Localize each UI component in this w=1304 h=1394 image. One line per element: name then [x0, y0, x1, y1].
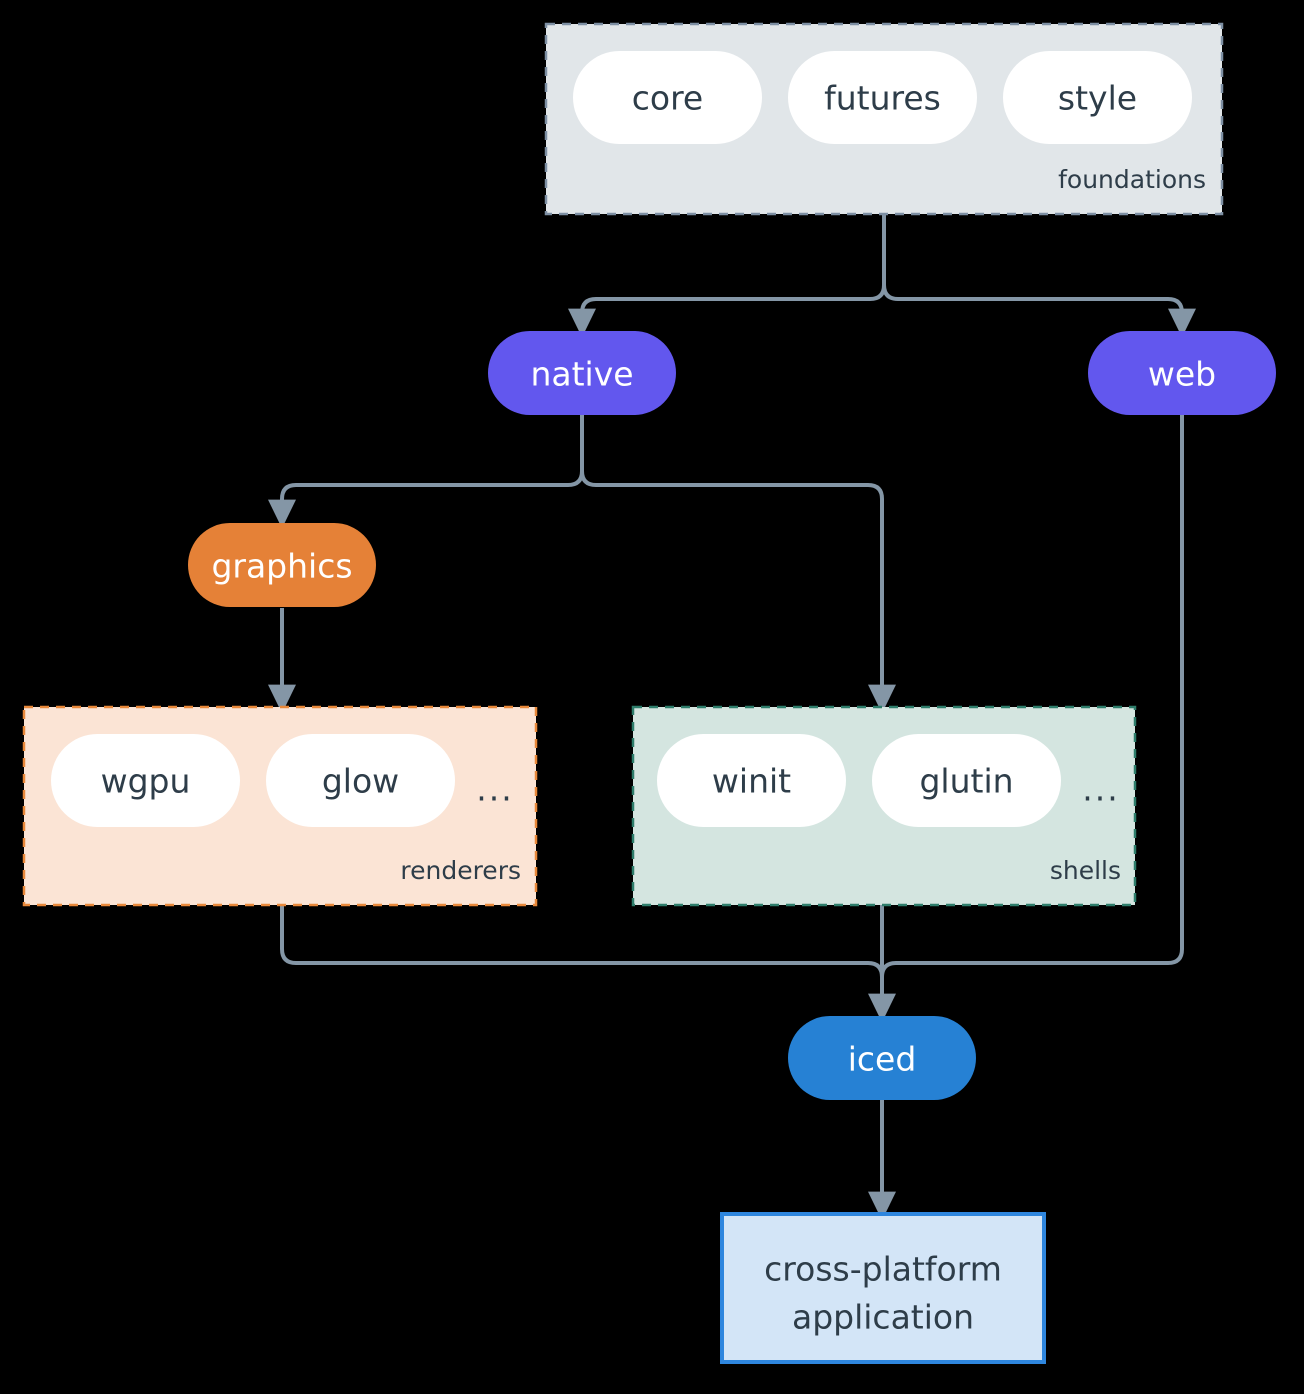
edge-foundations-native [568, 214, 886, 338]
cluster-renderers: wgpu glow ... renderers [22, 705, 538, 907]
member-core-pill[interactable] [573, 51, 762, 144]
member-glutin[interactable]: glutin [872, 734, 1061, 827]
member-style-label: style [1058, 79, 1137, 118]
node-native-label: native [530, 355, 633, 394]
member-futures-pill[interactable] [788, 51, 977, 144]
node-iced-pill[interactable] [788, 1016, 976, 1100]
cluster-foundations-label: foundations [1058, 165, 1206, 194]
member-futures[interactable]: futures [788, 51, 977, 144]
member-glow-label: glow [322, 762, 399, 801]
member-glutin-label: glutin [919, 762, 1013, 801]
box-application-line2: application [792, 1298, 974, 1337]
renderers-overflow-ellipsis: ... [476, 770, 513, 809]
member-core[interactable]: core [573, 51, 762, 144]
cluster-shells: winit glutin ... shells [631, 705, 1137, 907]
member-futures-label: futures [824, 79, 941, 118]
member-wgpu-pill[interactable] [51, 734, 240, 827]
box-cross-platform-application-rect[interactable] [720, 1212, 1046, 1364]
node-graphics-pill[interactable] [188, 523, 376, 607]
node-web-label: web [1148, 355, 1216, 394]
cluster-renderers-label: renderers [400, 856, 521, 885]
member-style-pill[interactable] [1003, 51, 1192, 144]
member-core-label: core [632, 79, 703, 118]
member-winit-pill[interactable] [657, 734, 846, 827]
cluster-shells-label: shells [1050, 856, 1121, 885]
box-cross-platform-application[interactable]: cross-platform application [720, 1212, 1046, 1364]
member-glow-pill[interactable] [266, 734, 455, 827]
member-style[interactable]: style [1003, 51, 1192, 144]
edge-renderers-iced [280, 905, 884, 1000]
shells-overflow-ellipsis: ... [1082, 770, 1119, 809]
node-graphics-label: graphics [211, 547, 352, 586]
edge-layer [268, 214, 1197, 1221]
node-native[interactable]: native [488, 331, 676, 415]
edge-foundations-web [882, 214, 1197, 338]
node-iced[interactable]: iced [788, 1016, 976, 1100]
edge-native-shells [580, 415, 897, 714]
box-application-line1: cross-platform [764, 1250, 1002, 1289]
node-native-pill[interactable] [488, 331, 676, 415]
node-web[interactable]: web [1088, 331, 1276, 415]
member-wgpu[interactable]: wgpu [51, 734, 240, 827]
member-winit-label: winit [712, 762, 791, 801]
node-graphics[interactable]: graphics [188, 523, 376, 607]
node-iced-label: iced [848, 1040, 917, 1079]
cluster-foundations: core futures style foundations [544, 22, 1224, 216]
edge-web-iced [880, 415, 1184, 1000]
member-winit[interactable]: winit [657, 734, 846, 827]
member-wgpu-label: wgpu [101, 762, 191, 801]
member-glow[interactable]: glow [266, 734, 455, 827]
member-glutin-pill[interactable] [872, 734, 1061, 827]
node-web-pill[interactable] [1088, 331, 1276, 415]
edge-native-graphics [268, 415, 584, 529]
